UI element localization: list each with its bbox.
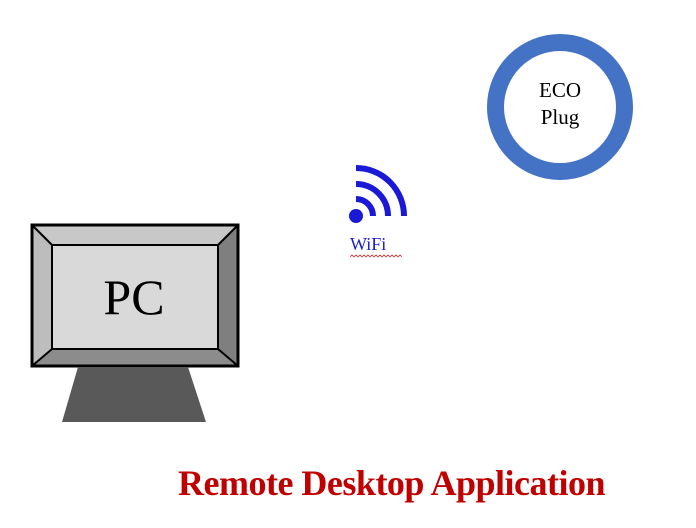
- pc-monitor: [30, 223, 240, 368]
- diagram-caption: Remote Desktop Application: [178, 463, 606, 503]
- wifi-label: WiFi: [350, 234, 387, 254]
- wifi-icon: [349, 165, 407, 223]
- eco-plug-label: ECO Plug: [504, 77, 616, 131]
- pc-stand: [62, 367, 206, 422]
- eco-plug-label-line1: ECO: [539, 78, 581, 102]
- spellcheck-underline: [350, 254, 402, 258]
- eco-plug-label-line2: Plug: [540, 105, 580, 129]
- eco-plug-node: ECO Plug: [487, 34, 633, 180]
- pc-label: PC: [103, 269, 165, 325]
